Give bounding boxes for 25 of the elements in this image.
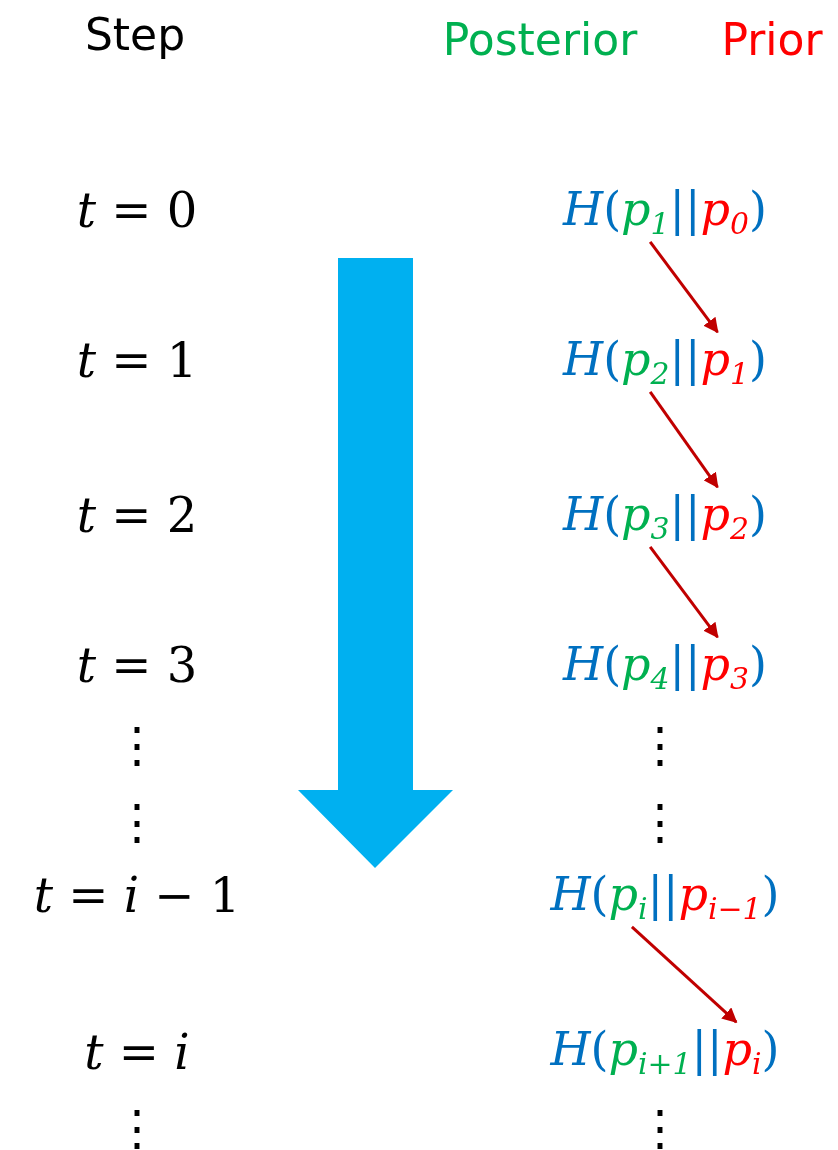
arrow bbox=[648, 546, 719, 639]
formula-text: H(p$_{3}$||p$_{2}$) bbox=[563, 487, 767, 547]
arrow bbox=[648, 241, 719, 334]
math-label: ⋮ bbox=[636, 718, 684, 772]
formula-text: H(p$_{i+1}$||p$_{i}$) bbox=[550, 1022, 780, 1082]
math-label: ⋮ bbox=[113, 795, 161, 849]
arrow bbox=[648, 391, 719, 489]
math-label: t = i bbox=[84, 1025, 190, 1079]
formula-text: H(p$_{4}$||p$_{3}$) bbox=[563, 637, 767, 697]
math-label: ⋮ bbox=[636, 795, 684, 849]
column-header: Prior bbox=[721, 15, 823, 65]
math-label: t = i − 1 bbox=[33, 868, 241, 922]
math-label: t = 2 bbox=[76, 488, 198, 542]
column-header: Posterior bbox=[442, 15, 638, 65]
math-label: ⋮ bbox=[113, 1101, 161, 1150]
math-label: t = 3 bbox=[76, 638, 198, 692]
column-header: Step bbox=[84, 10, 186, 60]
math-label: ⋮ bbox=[113, 718, 161, 772]
math-label: ⋮ bbox=[636, 1101, 684, 1150]
arrow bbox=[630, 925, 738, 1024]
math-label: t = 1 bbox=[76, 333, 198, 387]
math-label: t = 0 bbox=[76, 183, 198, 237]
formula-text: H(p$_{2}$||p$_{1}$) bbox=[563, 332, 767, 392]
formula-text: H(p$_{1}$||p$_{0}$) bbox=[563, 182, 767, 242]
formula-text: H(p$_{i}$||p$_{i−1}$) bbox=[550, 867, 780, 927]
